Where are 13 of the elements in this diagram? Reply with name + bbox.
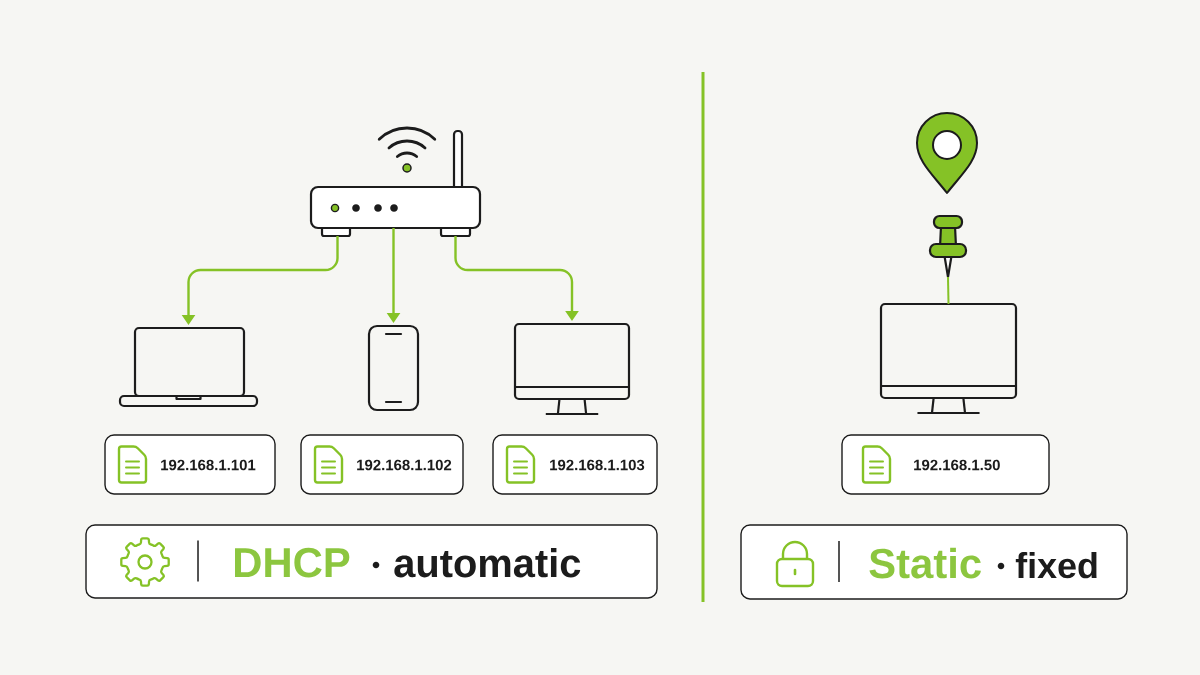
connector-line xyxy=(947,276,950,305)
mode-panel: Static fixed xyxy=(740,524,1128,600)
phone-drawing xyxy=(367,324,420,412)
monitor-drawing xyxy=(513,322,631,416)
router-drawing xyxy=(309,126,482,238)
ip-address-box: 192.168.1.50 xyxy=(841,434,1050,495)
ip-address-box: 192.168.1.101 xyxy=(104,434,276,495)
laptop-drawing xyxy=(118,326,259,408)
monitor-drawing xyxy=(879,302,1018,415)
push-pin-drawing xyxy=(928,214,968,279)
mode-panel: DHCP automatic xyxy=(85,524,658,599)
ip-address-box: 192.168.1.102 xyxy=(300,434,464,495)
ip-address-box: 192.168.1.103 xyxy=(492,434,658,495)
